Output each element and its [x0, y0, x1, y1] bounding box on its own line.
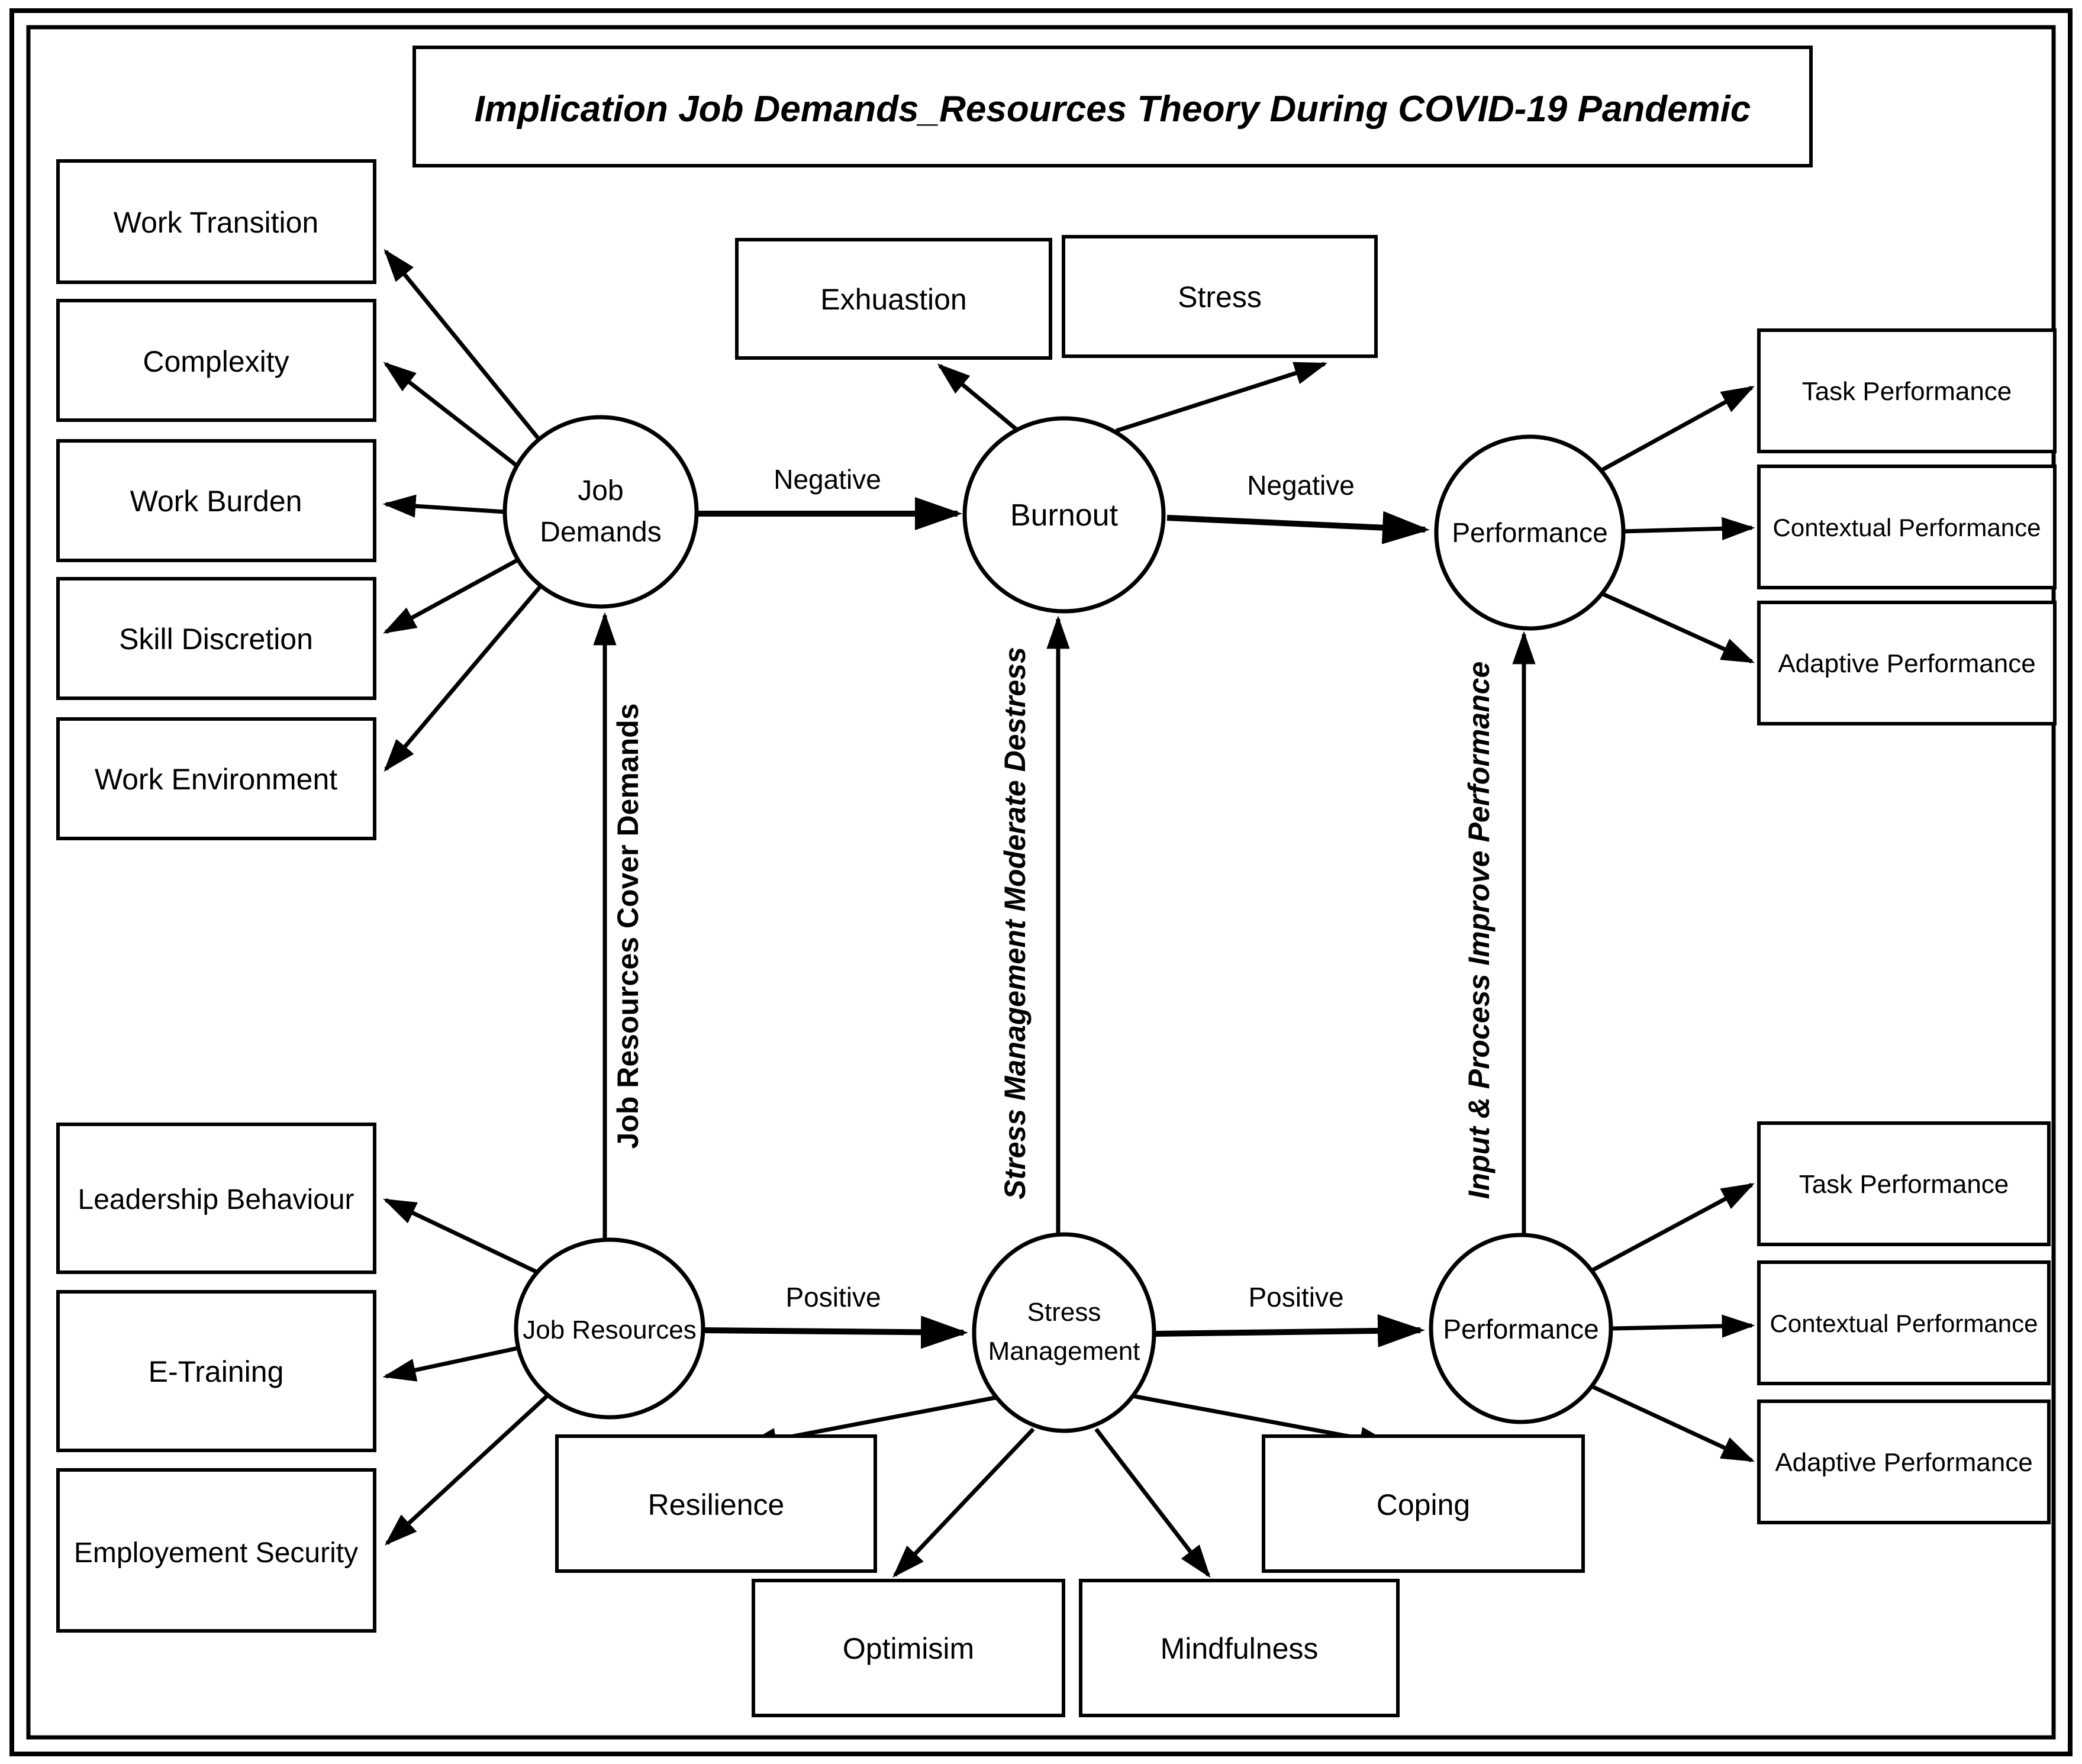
node-label-job-demands-line2: Demands [540, 517, 661, 548]
box-label-contextual-performance-bottom: Contextual Performance [1770, 1310, 2038, 1337]
box-label-optimisim: Optimisim [843, 1632, 974, 1665]
edge-label-positive-2: Positive [1248, 1282, 1343, 1312]
box-employement-security [56, 1468, 376, 1633]
box-coping [1262, 1434, 1585, 1573]
arrow-stress-management-to-performance [1155, 1314, 1425, 1347]
box-label-e-training: E-Training [149, 1355, 284, 1388]
node-label-stress-management-line1: Stress [1027, 1298, 1101, 1327]
box-label-coping: Coping [1377, 1488, 1470, 1521]
arrow-job-demands-to-work-transition [383, 249, 555, 459]
box-label-work-transition: Work Transition [114, 206, 318, 239]
node-stress-management [972, 1232, 1156, 1433]
box-label-mindfulness: Mindfulness [1161, 1632, 1319, 1665]
node-label-burnout: Burnout [1010, 498, 1119, 533]
box-skill-discretion [56, 577, 376, 700]
arrow-stress-management-to-mindfulness [1094, 1427, 1211, 1578]
node-label-stress-management-line2: Management [988, 1337, 1140, 1366]
arrow-burnout-to-stress [1115, 362, 1328, 433]
box-work-environment [56, 717, 376, 840]
box-work-transition [56, 159, 376, 284]
arrow-performance-top-to-contextual [1621, 517, 1755, 540]
arrow-burnout-to-exhuastion [937, 363, 1019, 431]
node-performance-top [1434, 434, 1626, 631]
edge-label-input-process-improve-performance: Input & Process Improve Performance [1462, 662, 1496, 1199]
box-work-burden [56, 439, 376, 562]
arrow-performance-top-to-adaptive [1597, 589, 1755, 664]
box-label-adaptive-performance-bottom: Adaptive Performance [1775, 1448, 2032, 1477]
page-title: Implication Job Demands_Resources Theory… [475, 89, 1751, 130]
box-label-resilience: Resilience [648, 1488, 785, 1521]
title-box [412, 46, 1813, 167]
arrow-burnout-to-performance [1166, 511, 1430, 544]
box-label-task-performance-bottom: Task Performance [1799, 1170, 2009, 1199]
box-complexity [56, 299, 376, 422]
box-label-adaptive-performance-top: Adaptive Performance [1778, 649, 2035, 678]
box-adaptive-performance-top [1757, 601, 2057, 725]
box-label-work-burden: Work Burden [130, 485, 302, 518]
edge-label-stress-management-moderate-destress: Stress Management Moderate Destress [998, 647, 1032, 1199]
box-stress [1062, 235, 1378, 358]
node-job-demands [502, 415, 699, 609]
box-leadership-behaviour [56, 1123, 376, 1274]
box-resilience [555, 1434, 877, 1573]
box-exhuastion [735, 238, 1052, 360]
node-label-job-resources: Job Resources [523, 1315, 696, 1344]
arrow-performance-bottom-to-task [1590, 1182, 1755, 1273]
box-label-skill-discretion: Skill Discretion [119, 623, 313, 656]
arrow-job-resources-to-leadership-behaviour [382, 1198, 539, 1275]
box-label-contextual-performance-top: Contextual Performance [1773, 514, 2041, 541]
arrow-job-demands-to-work-environment [383, 569, 555, 772]
arrow-performance-bottom-to-contextual [1612, 1314, 1755, 1338]
edge-label-positive-1: Positive [785, 1282, 881, 1312]
node-label-job-demands-line1: Job [578, 475, 623, 507]
box-adaptive-performance-bottom [1757, 1399, 2051, 1524]
box-label-employement-security: Employement Security [74, 1537, 358, 1569]
box-label-work-environment: Work Environment [95, 763, 337, 796]
box-task-performance-bottom [1757, 1121, 2051, 1246]
box-label-exhuastion: Exhuastion [820, 283, 966, 316]
box-label-complexity: Complexity [143, 345, 289, 378]
arrow-job-resources-to-stress-management [704, 1315, 968, 1349]
box-e-training [56, 1290, 376, 1452]
edge-label-negative-1: Negative [774, 464, 881, 495]
node-label-performance-top: Performance [1452, 517, 1607, 548]
node-job-resources [514, 1237, 705, 1420]
arrow-job-demands-to-work-burden [382, 494, 505, 518]
box-contextual-performance-top [1757, 465, 2057, 589]
node-performance-bottom [1429, 1233, 1613, 1424]
arrow-performance-top-to-task [1597, 385, 1755, 475]
arrow-job-demands-to-complexity [383, 362, 528, 475]
box-task-performance-top [1757, 328, 2057, 453]
edge-label-negative-2: Negative [1247, 470, 1355, 501]
box-mindfulness [1079, 1579, 1400, 1717]
node-burnout [962, 416, 1166, 614]
box-contextual-performance-bottom [1757, 1260, 2051, 1385]
arrow-job-resources-to-e-training [382, 1346, 519, 1382]
box-optimisim [752, 1579, 1065, 1717]
edge-label-job-resources-cover-demands: Job Resources Cover Demands [611, 703, 644, 1149]
box-label-leadership-behaviour: Leadership Behaviour [78, 1184, 354, 1215]
arrow-job-demands-to-skill-discretion [383, 553, 528, 634]
arrow-stress-management-to-optimisim [892, 1427, 1035, 1578]
box-label-stress: Stress [1178, 280, 1262, 314]
arrow-performance-bottom-to-adaptive [1590, 1384, 1755, 1463]
box-label-task-performance-top: Task Performance [1802, 377, 2012, 406]
arrow-job-resources-to-employement-security [384, 1390, 553, 1546]
node-label-performance-bottom: Performance [1443, 1314, 1598, 1344]
